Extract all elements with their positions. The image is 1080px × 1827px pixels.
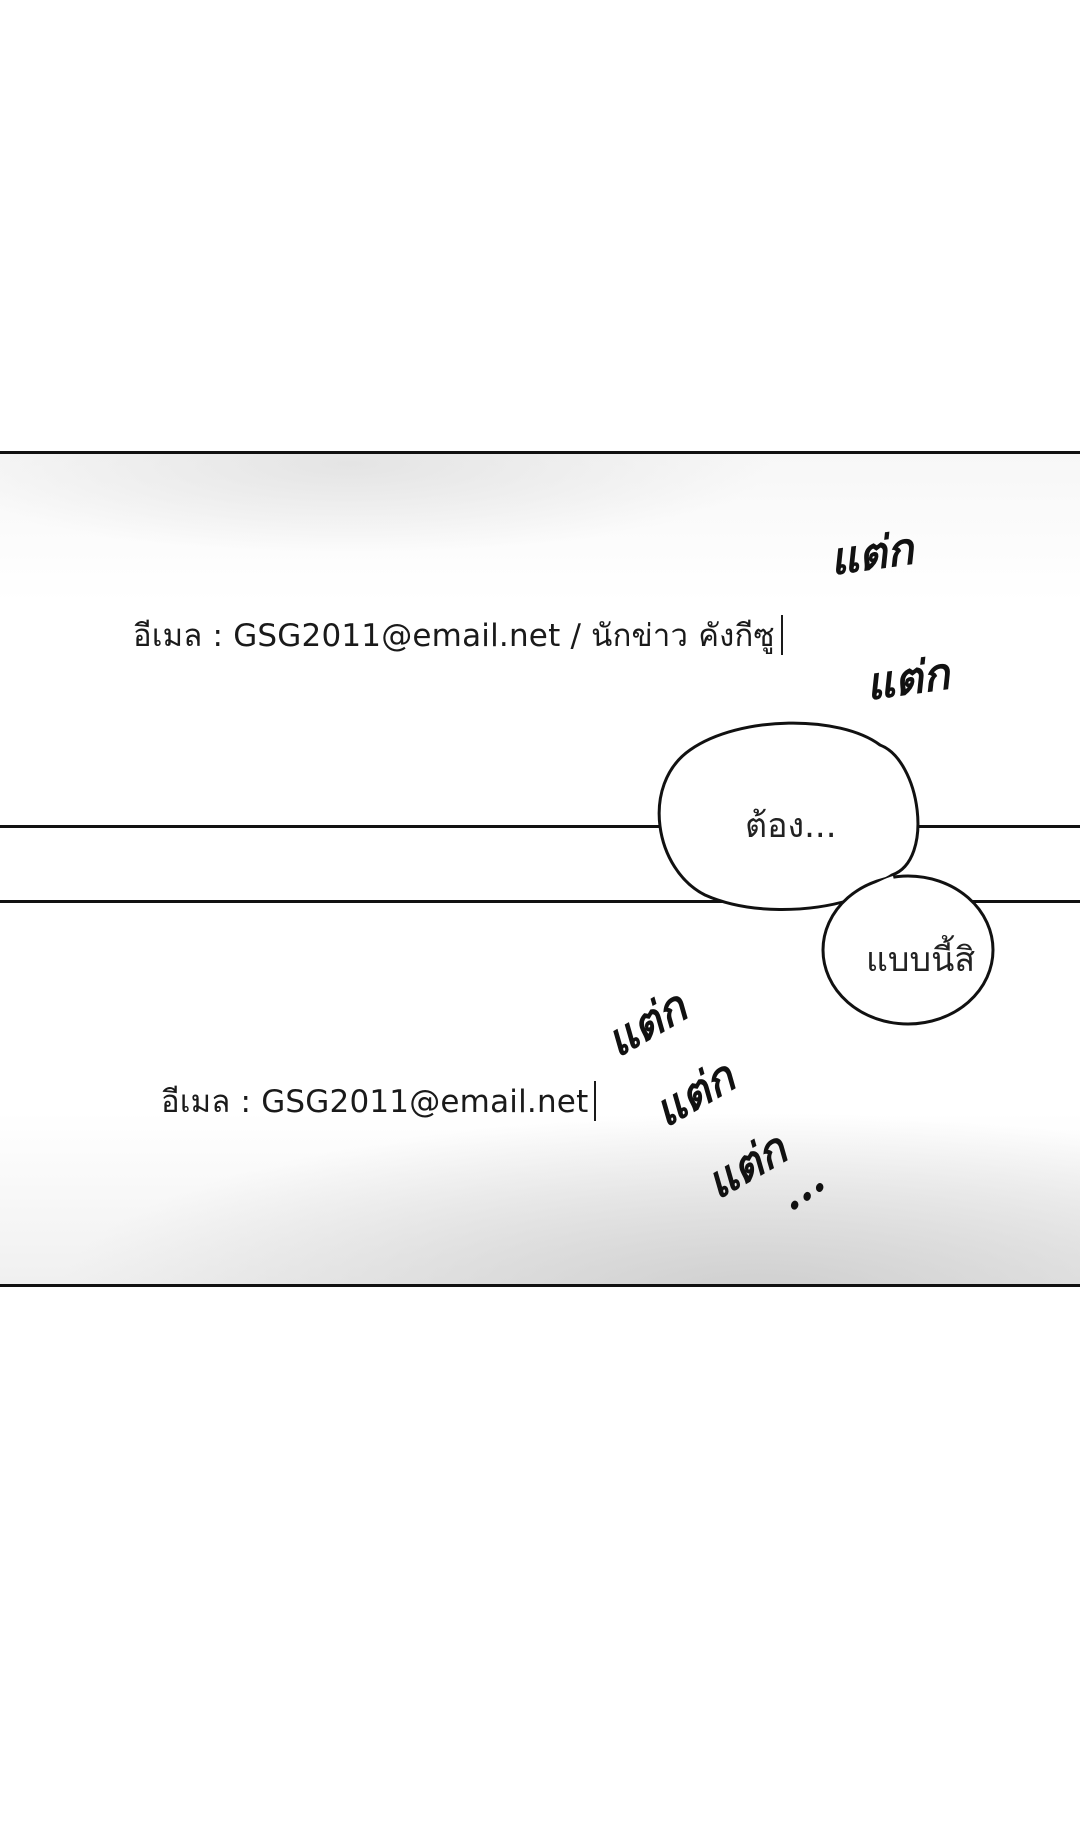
typed-email-line-bottom: อีเมล : GSG2011@email.net	[161, 1076, 597, 1126]
typed-email-text-top: อีเมล : GSG2011@email.net / นักข่าว คังก…	[133, 618, 775, 654]
speech-bubble-2-text: แบบนี้สิ	[866, 940, 976, 980]
sound-effect-typing: แต่ก	[862, 648, 953, 711]
typed-email-line-top: อีเมล : GSG2011@email.net / นักข่าว คังก…	[133, 610, 783, 660]
typed-email-text-bottom: อีเมล : GSG2011@email.net	[161, 1084, 589, 1120]
speech-bubble-1-text: ต้อง...	[745, 806, 837, 846]
text-cursor-icon	[594, 1081, 597, 1121]
sound-effect-typing: แต่ก	[826, 523, 917, 586]
text-cursor-icon	[780, 615, 783, 655]
